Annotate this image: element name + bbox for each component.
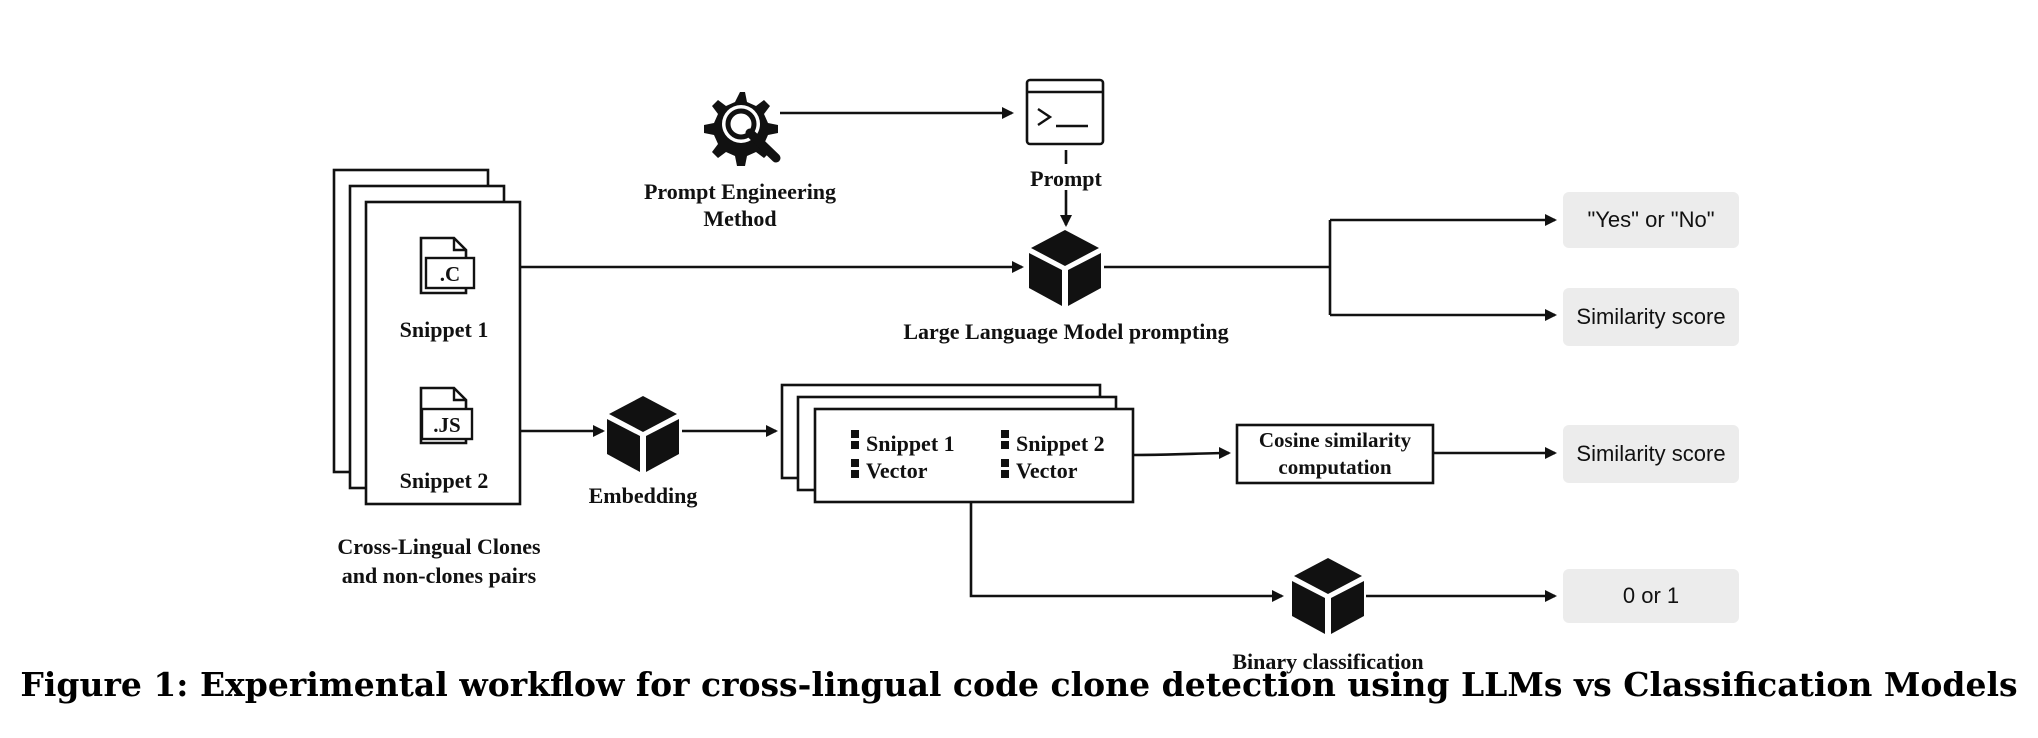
llm-cube-icon [1029,230,1101,306]
llm-similarity-output [1563,288,1739,346]
c-file-extension: .C [440,262,460,286]
vector2-line1: Snippet 2 [1016,431,1105,456]
c-file-icon: .C [419,236,476,295]
edge-vectors-to-classifier [969,502,1284,602]
edge-vectors-to-cosine [1132,447,1231,460]
prompt-method-line1: Prompt Engineering [644,179,836,204]
cosine-similarity-text: Similarity score [1576,441,1725,466]
snippet1-label: Snippet 1 [400,317,489,342]
stack-label-line2: and non-clones pairs [342,563,537,588]
edges [520,107,1557,602]
yes-no-output [1563,192,1739,248]
classifier-cube-icon [1292,558,1364,634]
gear-search-icon [704,92,781,166]
binary-output [1563,569,1739,623]
figure-caption: Figure 1: Experimental workflow for cros… [20,665,2017,704]
cosine-line2: computation [1278,455,1391,479]
vector1-line1: Snippet 1 [866,431,955,456]
vector-page-front [813,407,1135,504]
cosine-similarity-output [1563,425,1739,483]
vector2-line2: Vector [1016,458,1078,483]
js-file-extension: .JS [433,413,460,437]
yes-no-text: "Yes" or "No" [1587,207,1714,232]
embedding-cube-icon [607,396,679,472]
terminal-icon [1025,78,1105,146]
binary-text: 0 or 1 [1623,583,1679,608]
classifier-label: Binary classification [1232,649,1423,674]
prompt-label: Prompt [1030,166,1102,191]
vector1-line2: Vector [866,458,928,483]
prompt-method-line2: Method [703,206,776,231]
embedding-label: Embedding [589,483,698,508]
stack-label-line1: Cross-Lingual Clones [337,534,541,559]
cosine-box [1235,423,1435,485]
llm-similarity-text: Similarity score [1576,304,1725,329]
llm-label: Large Language Model prompting [903,319,1228,344]
js-file-icon: .JS [419,386,474,445]
vector-stack [780,383,1135,504]
snippet2-label: Snippet 2 [400,468,489,493]
cosine-line1: Cosine similarity [1259,428,1412,452]
